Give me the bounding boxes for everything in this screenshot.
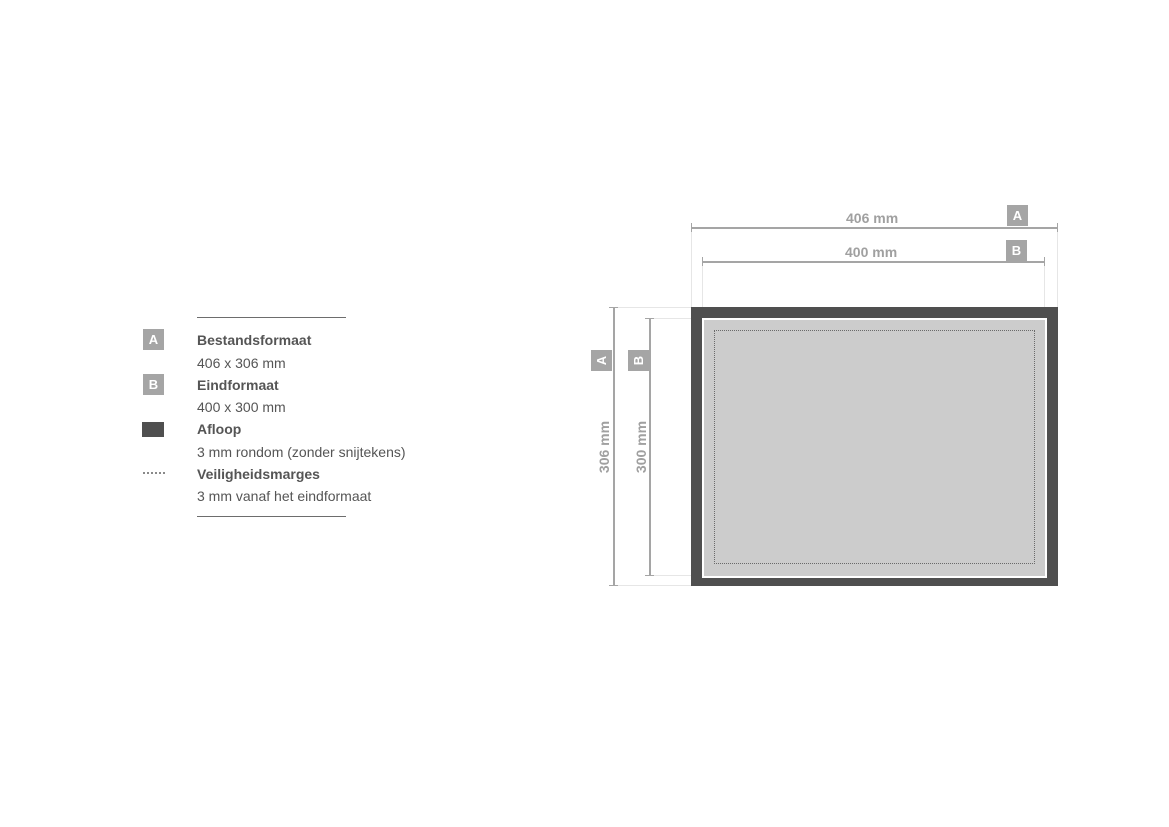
- dimension-line-a: [691, 227, 1058, 229]
- dimension-tick: [609, 307, 618, 308]
- dotted-line-icon: [143, 472, 165, 474]
- guide-line: [702, 263, 703, 307]
- guide-line: [691, 229, 692, 307]
- guide-line: [1044, 263, 1045, 307]
- dimension-tick: [1057, 223, 1058, 232]
- legend-desc-safety-margin: 3 mm vanaf het eindformaat: [197, 488, 372, 504]
- dimension-tick: [645, 575, 654, 576]
- dimension-label-width-a: 406 mm: [846, 210, 899, 226]
- guide-line: [1057, 229, 1058, 307]
- guide-line: [651, 575, 691, 576]
- dimension-label-height-a: 306 mm: [596, 420, 612, 474]
- dimension-tick: [645, 318, 654, 319]
- legend-top-rule: [197, 317, 346, 318]
- legend-title-safety-margin: Veiligheidsmarges: [197, 466, 320, 482]
- dimension-tick: [702, 257, 703, 266]
- legend-bottom-rule: [197, 516, 346, 517]
- badge-a-left: A: [591, 350, 612, 371]
- guide-line: [615, 585, 691, 586]
- dimension-tick: [691, 223, 692, 232]
- dimension-tick: [1044, 257, 1045, 266]
- badge-a-top: A: [1007, 205, 1028, 226]
- dimension-line-b: [702, 261, 1045, 263]
- trim-area: [702, 318, 1047, 578]
- guide-line: [651, 318, 691, 319]
- dimension-line-a-vertical: [613, 307, 615, 586]
- legend-desc-file-size: 406 x 306 mm: [197, 355, 286, 371]
- legend-title-file-size: Bestandsformaat: [197, 332, 312, 348]
- bleed-swatch-icon: [142, 422, 164, 437]
- badge-a: A: [143, 329, 164, 350]
- dimension-label-height-b: 300 mm: [633, 420, 649, 474]
- dimension-tick: [609, 585, 618, 586]
- badge-b: B: [143, 374, 164, 395]
- legend-title-final-size: Eindformaat: [197, 377, 279, 393]
- badge-b-left: B: [628, 350, 649, 371]
- guide-line: [615, 307, 691, 308]
- legend-desc-bleed: 3 mm rondom (zonder snijtekens): [197, 444, 406, 460]
- dimension-line-b-vertical: [649, 318, 651, 576]
- legend-title-bleed: Afloop: [197, 421, 242, 437]
- safety-margin: [714, 330, 1035, 564]
- dimension-label-width-b: 400 mm: [845, 244, 898, 260]
- legend-desc-final-size: 400 x 300 mm: [197, 399, 286, 415]
- badge-b-top: B: [1006, 240, 1027, 261]
